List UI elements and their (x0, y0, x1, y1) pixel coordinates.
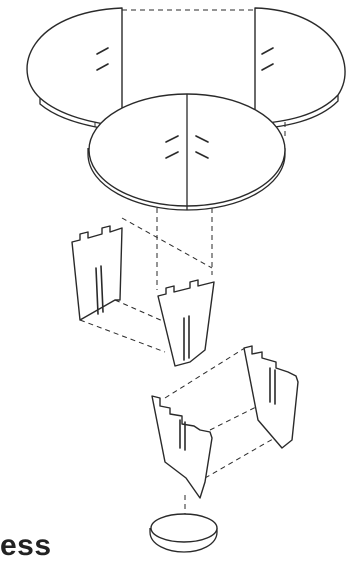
center-tabletop (87, 93, 286, 211)
left-table-leaf (26, 7, 123, 132)
right-table-leaf (254, 7, 346, 130)
lower-leg-panel-front (151, 395, 213, 499)
upper-leg-panel-front (157, 279, 215, 367)
caption-text: ess (0, 529, 52, 562)
upper-leg-panel-back (71, 225, 123, 321)
base-foot-disc (149, 513, 218, 553)
lower-leg-panel-back (243, 345, 299, 449)
